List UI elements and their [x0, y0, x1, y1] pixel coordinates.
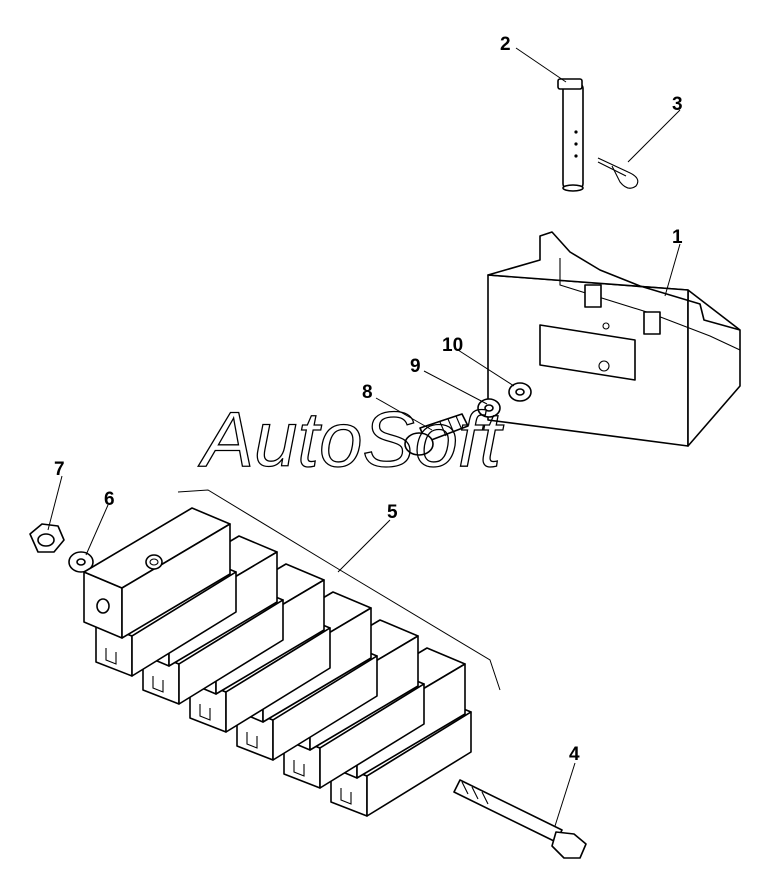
callout-8: 8: [362, 382, 373, 403]
part-4-long-bolt: [453, 779, 587, 859]
callout-5: 5: [387, 502, 398, 523]
callout-9: 9: [410, 356, 421, 377]
callout-3: 3: [672, 94, 683, 115]
callout-7: 7: [54, 459, 65, 480]
callout-6: 6: [104, 489, 115, 510]
weight-plate: [83, 507, 237, 677]
part-5-weight-stack: [83, 507, 472, 817]
callout-2: 2: [500, 34, 511, 55]
callout-4: 4: [569, 744, 580, 765]
callout-10: 10: [442, 335, 463, 356]
part-9-lock-washer: [477, 398, 501, 418]
callout-1: 1: [672, 227, 683, 248]
watermark: AutoSoft: [198, 395, 505, 483]
part-7-nut: [29, 523, 65, 553]
part-3-hair-clip: [597, 157, 639, 189]
part-8-bolt: [404, 413, 469, 456]
leader-lines: [47, 47, 681, 827]
part-1-weight-bracket: [487, 231, 741, 447]
part-6-washer: [68, 551, 94, 573]
part-10-washer: [508, 382, 532, 402]
part-2-pin: [557, 78, 584, 192]
